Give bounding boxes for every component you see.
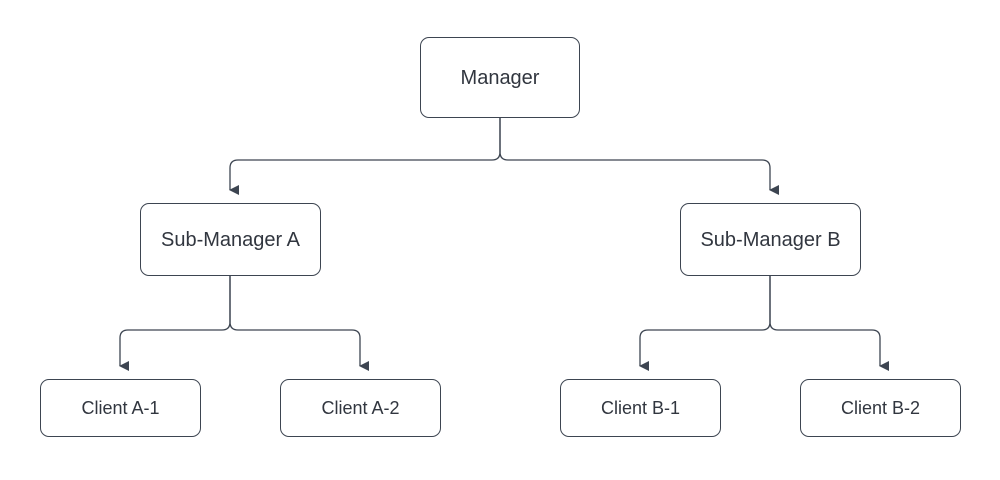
node-sub-manager-a-label: Sub-Manager A <box>161 228 300 251</box>
node-client-b1-label: Client B-1 <box>600 398 681 418</box>
node-client-a1[interactable]: Client A-1 <box>40 379 201 437</box>
node-manager[interactable]: Manager <box>420 37 580 118</box>
edge-submanager-a-client-a2 <box>229 276 369 371</box>
edge-submanager-b-client-b1 <box>639 276 771 371</box>
node-sub-manager-a[interactable]: Sub-Manager A <box>140 203 321 276</box>
node-client-a1-label: Client A-1 <box>81 398 160 418</box>
node-client-b2-label: Client B-2 <box>840 398 921 418</box>
node-client-b2[interactable]: Client B-2 <box>800 379 961 437</box>
node-client-b1[interactable]: Client B-1 <box>560 379 721 437</box>
edge-submanager-a-client-a1 <box>119 276 231 371</box>
edge-submanager-b-client-b2 <box>769 276 889 371</box>
node-manager-label: Manager <box>460 66 540 89</box>
node-client-a2-label: Client A-2 <box>321 398 400 418</box>
node-sub-manager-b-label: Sub-Manager B <box>700 228 841 251</box>
edge-manager-submanager-a <box>229 118 501 195</box>
node-sub-manager-b[interactable]: Sub-Manager B <box>680 203 861 276</box>
edge-manager-submanager-b <box>499 118 779 195</box>
node-client-a2[interactable]: Client A-2 <box>280 379 441 437</box>
